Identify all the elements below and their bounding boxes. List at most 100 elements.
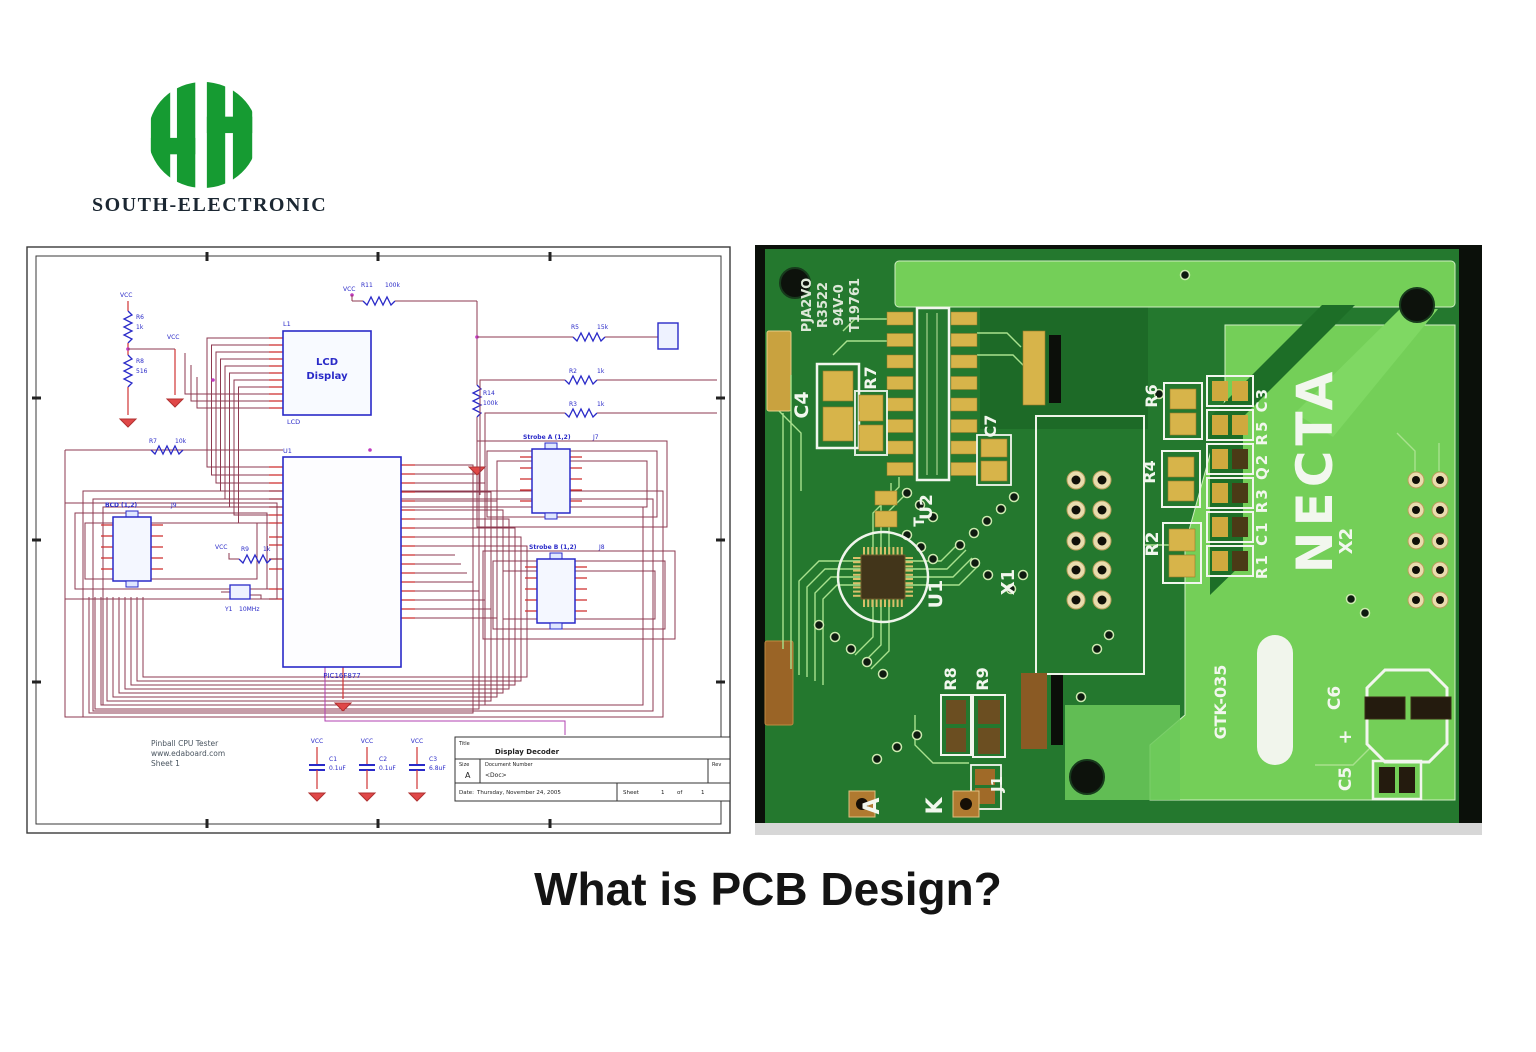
striped-connector-slot: [1051, 675, 1063, 745]
tb-sheet-num: 1: [661, 790, 665, 796]
x1-outline: [1035, 415, 1145, 675]
edge-contact-copper: [764, 640, 794, 726]
k-pad-hole: [960, 798, 972, 810]
r4-pad2: [1167, 480, 1195, 502]
vcc-label-5: VCC: [311, 738, 323, 745]
vcc-label-7: VCC: [411, 738, 423, 745]
board-dark-region: [980, 307, 1148, 429]
connector-j9-tab2: [125, 580, 139, 588]
silkscreen-oval: [1257, 635, 1293, 765]
tb-doc-label: Document Number: [485, 762, 534, 768]
r14-ref: R14: [483, 390, 495, 397]
r6-pad1: [1169, 388, 1197, 410]
r2-pad1: [1168, 528, 1196, 552]
label-necta: NECTA: [1286, 367, 1344, 574]
c3-ref: C3: [429, 756, 437, 763]
tb-rev-label: Rev: [712, 762, 721, 768]
label-u2: U2: [917, 494, 937, 520]
vcc-label-6: VCC: [361, 738, 373, 745]
schematic-components: [112, 322, 679, 668]
striped-connector: [1021, 673, 1047, 749]
j7-name: Strobe A (1,2): [523, 434, 571, 441]
c3-value: 6.8uF: [429, 765, 446, 772]
r9-pad1: [978, 700, 1000, 724]
tb-date: Thursday, November 24, 2005: [476, 790, 561, 796]
note-line3: Sheet 1: [151, 759, 180, 768]
label-t-mark: T: [912, 517, 928, 527]
r7-outline: [854, 390, 888, 456]
schematic-labels: VCC VCC VCC VCC VCC VCC VCC R11 100k R14…: [105, 282, 721, 796]
connector-j7-body: [531, 448, 571, 514]
c6-pad2: [1410, 696, 1452, 720]
r3-value: 1k: [597, 401, 605, 408]
pcb-silkscreen-text: PJA2VO R3522 94V-0 T19761 C4 R7 U2 C7 U1…: [791, 278, 1357, 815]
r6-pad2: [1169, 412, 1197, 436]
tb-title-label: Title: [458, 741, 470, 747]
r9-value: 1k: [263, 546, 271, 553]
tb-doc: <Doc>: [485, 772, 507, 779]
schematic-zone-ticks: [32, 252, 725, 828]
pcb-generated-parts: [813, 269, 1449, 765]
connector-j9-body: [112, 516, 152, 582]
pcb-board: PJA2VO R3522 94V-0 T19761 C4 R7 U2 C7 U1…: [755, 245, 1482, 835]
ul-marking-line3: 94V-0: [832, 284, 847, 326]
u2-outline: [915, 306, 951, 482]
c7-pad1: [980, 438, 1008, 458]
u1-qfp-chip: [860, 554, 906, 600]
r7-ref: R7: [149, 438, 157, 445]
u2-aux-pad2: [874, 510, 898, 528]
copper-pour-top-band: [894, 260, 1456, 308]
ul-marking-line4: T19761: [848, 278, 863, 332]
y1-ref: Y1: [224, 606, 233, 613]
r9-ref: R9: [241, 546, 249, 553]
label-r2: R2: [1143, 532, 1163, 557]
j1-pad1: [975, 769, 995, 785]
edge-contact-gold: [766, 330, 792, 412]
r8-value: 516: [136, 368, 148, 375]
note-line1: Pinball CPU Tester: [151, 739, 219, 748]
lcd-display-block: [282, 330, 372, 416]
r11-ref: R11: [361, 282, 373, 289]
slot-pad-gold: [1022, 330, 1046, 406]
c6-pad1: [1364, 696, 1406, 720]
r2-value: 1k: [597, 368, 605, 375]
c5-outline: [1371, 759, 1423, 801]
label-c6: C6: [1325, 686, 1345, 710]
mounting-hole-bottom: [1069, 759, 1105, 795]
note-line2: www.edaboard.com: [151, 749, 225, 758]
c7-pad2: [980, 460, 1008, 482]
r9-pad2: [978, 728, 1000, 754]
r3-ref: R3: [569, 401, 577, 408]
output-device-body: [657, 322, 679, 350]
j9-name: BCD (1,2): [105, 502, 137, 509]
j8-name: Strobe B (1,2): [529, 544, 577, 551]
label-r4: R4: [1140, 460, 1159, 483]
r8-outline: [940, 694, 972, 756]
vcc-label-1: VCC: [343, 286, 355, 293]
photo-bottom-edge: [755, 823, 1482, 835]
label-gtk-035: GTK-035: [1211, 665, 1230, 740]
label-x2: X2: [1336, 528, 1357, 554]
c4-pad2: [822, 406, 854, 442]
tb-size: A: [465, 771, 471, 780]
pcb-components: [815, 306, 1452, 818]
label-c4: C4: [791, 391, 813, 418]
r14-value: 100k: [483, 400, 498, 407]
u1-silkscreen-circle: [836, 530, 930, 624]
u2-aux-pad1: [874, 490, 898, 506]
r7-value: 10k: [175, 438, 187, 445]
connector-j8-body: [536, 558, 576, 624]
vcc-label-3: VCC: [167, 334, 179, 341]
ul-marking-line2: R3522: [816, 282, 831, 328]
a-pad-hole: [856, 798, 868, 810]
r8-ref: R8: [136, 358, 144, 365]
mcu-ref: U1: [283, 447, 292, 455]
mcu-part: PIC16F877: [323, 672, 360, 680]
j1-outline: [970, 764, 1002, 810]
schematic-drawing: VCC VCC VCC VCC VCC VCC VCC R11 100k R14…: [26, 246, 731, 834]
label-component-column: R1 C1 R3 Q2 R5 C3: [1253, 387, 1271, 579]
crystal-body: [229, 584, 251, 600]
tb-of-label: of: [677, 790, 683, 796]
mounting-hole-topleft: [779, 267, 811, 299]
brand-name: SOUTH-ELECTRONIC: [92, 194, 328, 216]
